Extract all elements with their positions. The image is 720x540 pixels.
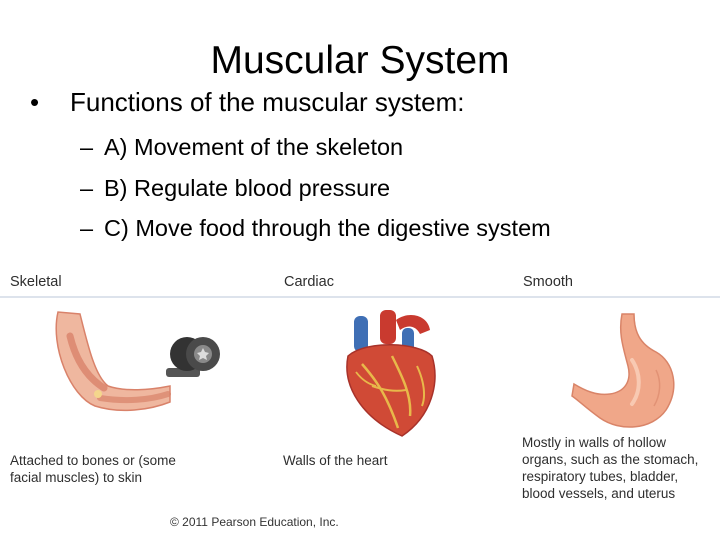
figure-divider — [0, 296, 720, 298]
sub-item-a: –A) Movement of the skeleton — [80, 127, 551, 168]
caption-line: Attached to bones or (some — [10, 453, 176, 468]
sub-item-b: –B) Regulate blood pressure — [80, 168, 551, 209]
caption-skeletal: Attached to bones or (some facial muscle… — [10, 452, 176, 486]
bullet-marker: • — [30, 87, 40, 117]
sub-item-text: A) Movement of the skeleton — [104, 134, 404, 160]
caption-line: organs, such as the stomach, — [522, 452, 699, 467]
heart-icon — [346, 310, 436, 437]
flexed-arm-dumbbell-icon — [55, 311, 220, 412]
slide-title: Muscular System — [210, 39, 510, 82]
caption-smooth: Mostly in walls of hollow organs, such a… — [522, 434, 698, 502]
sub-marker: – — [80, 215, 94, 241]
bullet-functions: • Functions of the muscular system: — [30, 86, 464, 118]
bullet-text: Functions of the muscular system: — [70, 87, 465, 117]
sub-list: –A) Movement of the skeleton –B) Regulat… — [80, 127, 551, 249]
caption-line: facial muscles) to skin — [10, 470, 143, 485]
caption-line: respiratory tubes, bladder, — [522, 469, 679, 484]
muscle-types-figure: Skeletal Attached to bones or (some faci… — [0, 266, 720, 536]
copyright-notice: © 2011 Pearson Education, Inc. — [170, 515, 339, 529]
sub-item-c: –C) Move food through the digestive syst… — [80, 208, 551, 249]
heading-smooth: Smooth — [523, 274, 573, 290]
stomach-icon — [571, 313, 675, 428]
heading-skeletal: Skeletal — [10, 274, 62, 290]
sub-marker: – — [80, 174, 94, 201]
caption-line: blood vessels, and uterus — [522, 486, 676, 501]
heading-cardiac: Cardiac — [284, 274, 334, 290]
caption-cardiac: Walls of the heart — [283, 452, 388, 469]
sub-item-text: C) Move food through the digestive syste… — [104, 215, 551, 241]
sub-item-text: B) Regulate blood pressure — [104, 174, 391, 201]
caption-line: Walls of the heart — [283, 453, 388, 468]
caption-line: Mostly in walls of hollow — [522, 435, 667, 450]
sub-marker: – — [80, 134, 94, 160]
